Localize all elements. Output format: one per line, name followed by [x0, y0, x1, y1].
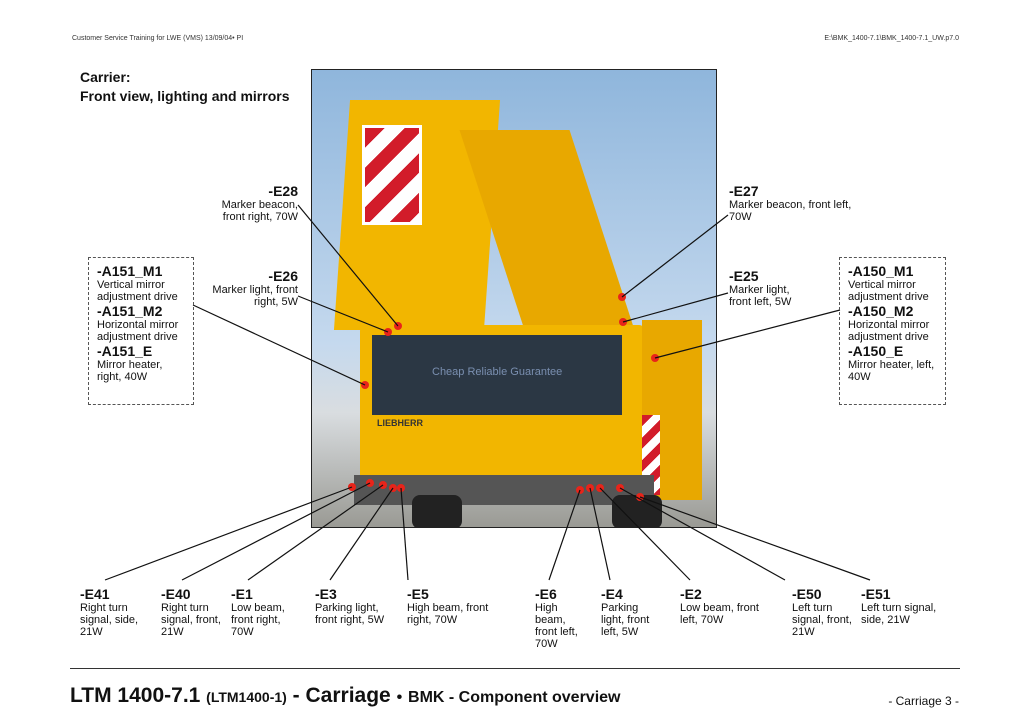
footer-model: LTM 1400-7.1: [70, 684, 201, 707]
footer-sub: BMK - Component overview: [408, 689, 621, 706]
marker-e25: [619, 318, 627, 326]
marker-e4: [586, 484, 594, 492]
marker-e6: [576, 486, 584, 494]
marker-a151: [361, 381, 369, 389]
marker-e50: [616, 484, 624, 492]
title-line2: Front view, lighting and mirrors: [80, 88, 290, 104]
watermark: Cheap Reliable Guarantee: [432, 366, 563, 378]
marker-a150: [651, 354, 659, 362]
title-line1: Carrier:: [80, 69, 131, 85]
marker-e2: [596, 484, 604, 492]
page-title: Carrier: Front view, lighting and mirror…: [80, 68, 290, 106]
footer-model-code: (LTM1400-1): [206, 689, 287, 705]
marker-e3: [389, 484, 397, 492]
windshield: [372, 335, 622, 415]
marker-e27: [618, 293, 626, 301]
marker-e28: [394, 322, 402, 330]
warning-chevron: [362, 125, 422, 225]
brand-text: LIEBHERR: [377, 418, 424, 428]
marker-e5: [397, 484, 405, 492]
header-left: Customer Service Training for LWE (VMS) …: [72, 35, 244, 42]
marker-e40: [366, 479, 374, 487]
wheel-left: [412, 495, 462, 527]
footer-section: - Carriage: [292, 684, 391, 707]
page-number: - Carriage 3 -: [888, 694, 959, 708]
crane-photo: LIEBHERR Cheap Reliable Guarantee: [311, 69, 717, 528]
marker-e41: [348, 483, 356, 491]
footer-divider: [70, 668, 960, 669]
marker-e51: [636, 493, 644, 501]
footer-bullet: •: [396, 689, 403, 706]
marker-e1: [379, 481, 387, 489]
footer-title: LTM 1400-7.1 (LTM1400-1) - Carriage • BM…: [70, 684, 620, 708]
header-right: E:\BMK_1400-7.1\BMK_1400-7.1_UW.p7.0: [824, 35, 959, 42]
marker-e26: [384, 328, 392, 336]
